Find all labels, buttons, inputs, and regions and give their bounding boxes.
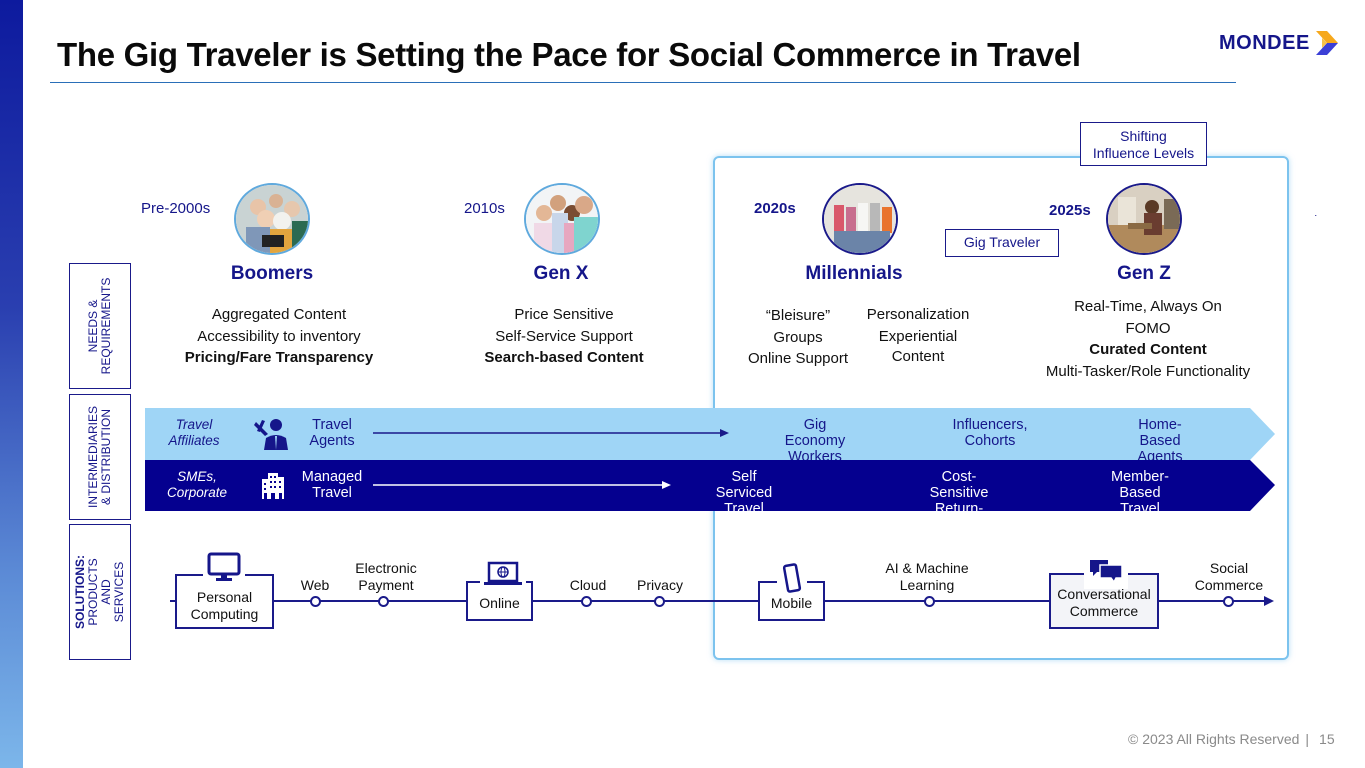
node-label: Web: [300, 577, 330, 593]
node-label: Electronic Payment: [355, 560, 417, 593]
millennials-needs-col1: “Bleisure” Groups Online Support: [748, 305, 848, 370]
solution-node: [654, 596, 665, 607]
band-arrow-shape: [145, 408, 1275, 460]
mondee-logo: MONDEE: [1219, 28, 1340, 58]
node-label: Social Commerce: [1194, 560, 1264, 593]
copyright-text: © 2023 All Rights Reserved: [1128, 731, 1300, 747]
gig-traveler-callout: Gig Traveler: [945, 229, 1059, 257]
need-item: Content: [891, 348, 945, 365]
era-label: Pre-2000s: [141, 200, 211, 217]
need-item-key: Search-based Content: [484, 349, 644, 366]
need-item: “Bleisure”: [765, 307, 831, 324]
segment-label: Travel Affiliates: [168, 417, 220, 448]
mobile-phone-icon: [777, 563, 807, 598]
era-label: 2010s: [464, 200, 505, 217]
office-buildings-icon: [262, 473, 284, 499]
travel-agent-icon: [254, 419, 288, 450]
genz-photo: [1106, 183, 1182, 255]
era-label: 2025s: [1049, 202, 1091, 219]
need-item: Online Support: [747, 350, 849, 367]
band-item: Self Serviced Travel: [715, 469, 773, 517]
solution-box-personal-computing: Personal Computing: [175, 574, 274, 629]
desktop-monitor-icon: [203, 552, 245, 587]
boomers-needs: Aggregated Content Accessibility to inve…: [185, 304, 373, 369]
band-item: Gig Economy Workers: [784, 417, 846, 465]
need-item: Real-Time, Always On: [1074, 298, 1222, 315]
row-label-intermediaries: INTERMEDIARIES & DISTRIBUTION: [69, 394, 131, 520]
band-item: Cost-Sensitive Return-to-Travel: [929, 469, 989, 533]
generation-name: Gen X: [533, 263, 589, 284]
timeline-arrow: [1315, 215, 1317, 216]
logo-text: MONDEE: [1219, 31, 1310, 54]
solution-node: [1223, 596, 1234, 607]
genz-needs: Real-Time, Always On FOMO Curated Conten…: [1046, 296, 1250, 382]
need-item: Personalization: [866, 306, 970, 323]
need-item: FOMO: [1125, 319, 1171, 337]
page-number: 15: [1319, 731, 1335, 747]
solution-node: [924, 596, 935, 607]
band-item: Member-Based Travel: [1110, 469, 1170, 517]
footer: © 2023 All Rights Reserved | 15: [1128, 731, 1335, 747]
need-item: Experiential: [878, 328, 958, 345]
footer-separator: |: [1305, 731, 1310, 747]
solution-node: [310, 596, 321, 607]
node-label: Privacy: [637, 577, 683, 593]
band-item: Influencers, Cohorts: [952, 417, 1028, 449]
side-accent-bar: [0, 0, 23, 768]
millennials-photo: [822, 183, 898, 255]
generation-name: Gen Z: [1117, 263, 1171, 284]
need-item-key: Curated Content: [1089, 341, 1207, 358]
slide-title: The Gig Traveler is Setting the Pace for…: [57, 36, 1081, 73]
row-label-needs: NEEDS & REQUIREMENTS: [69, 263, 131, 389]
node-label: Cloud: [569, 577, 607, 593]
need-item: Accessibility to inventory: [197, 327, 361, 345]
need-item: Multi-Tasker/Role Functionality: [1045, 362, 1251, 380]
era-label: 2020s: [754, 200, 796, 217]
generation-name: Millennials: [805, 263, 903, 284]
band-arrow-shape: [145, 460, 1275, 511]
node-label: AI & Machine Learning: [885, 560, 969, 593]
chat-bubbles-icon: [1084, 558, 1128, 589]
need-item: Groups: [773, 328, 823, 346]
solutions-label-bold: SOLUTIONS:: [73, 555, 87, 629]
solution-node: [581, 596, 592, 607]
genx-photo: [524, 183, 600, 255]
solution-node: [378, 596, 389, 607]
logo-arrow-icon: [1315, 31, 1338, 55]
solutions-label: PRODUCTS AND SERVICES: [86, 558, 126, 626]
laptop-globe-icon: [480, 561, 526, 592]
genx-needs: Price Sensitive Self-Service Support Sea…: [484, 304, 643, 369]
segment-label: SMEs, Corporate: [166, 469, 228, 500]
band-start-label: Managed Travel: [301, 469, 363, 501]
millennials-needs-col2: Personalization Experiential Content: [867, 305, 970, 367]
generation-name: Boomers: [230, 263, 314, 284]
band-item: Home-Based Agents: [1137, 417, 1183, 465]
need-item: Self-Service Support: [495, 327, 633, 345]
band-start-label: Travel Agents: [309, 417, 355, 449]
title-underline: [50, 82, 1236, 83]
row-label-solutions: SOLUTIONS: PRODUCTS AND SERVICES: [69, 524, 131, 660]
need-item-key: Pricing/Fare Transparency: [184, 349, 374, 366]
need-item: Price Sensitive: [514, 306, 614, 323]
shifting-influence-callout: Shifting Influence Levels: [1080, 122, 1207, 166]
need-item: Aggregated Content: [211, 306, 347, 323]
boomers-photo: [234, 183, 310, 255]
